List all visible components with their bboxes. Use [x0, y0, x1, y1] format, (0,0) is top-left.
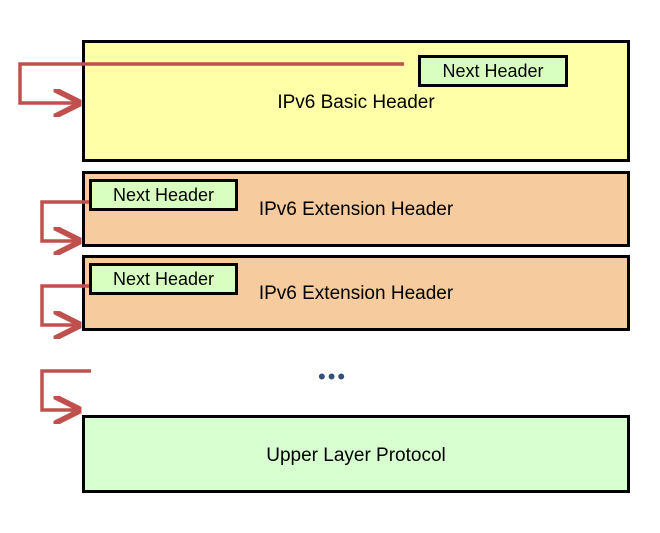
extension-header-1-next-header-field: Next Header	[89, 179, 238, 211]
basic-header-next-header-field: Next Header	[418, 55, 568, 87]
upper-layer-protocol-label: Upper Layer Protocol	[266, 445, 446, 466]
arrow-extension-1-to-extension-2	[40, 200, 89, 241]
basic-header-label: IPv6 Basic Header	[277, 92, 435, 113]
upper-layer-protocol-box	[82, 415, 630, 493]
arrow-basic-to-extension-1	[18, 62, 404, 103]
extension-header-2-next-header-field: Next Header	[89, 263, 238, 295]
ellipsis: •••	[318, 364, 348, 389]
extension-header-1-label: IPv6 Extension Header	[258, 199, 454, 220]
extension-header-2-label: IPv6 Extension Header	[258, 283, 454, 304]
arrow-extension-2-to-next	[40, 284, 89, 325]
arrow-to-upper-layer	[40, 369, 91, 410]
